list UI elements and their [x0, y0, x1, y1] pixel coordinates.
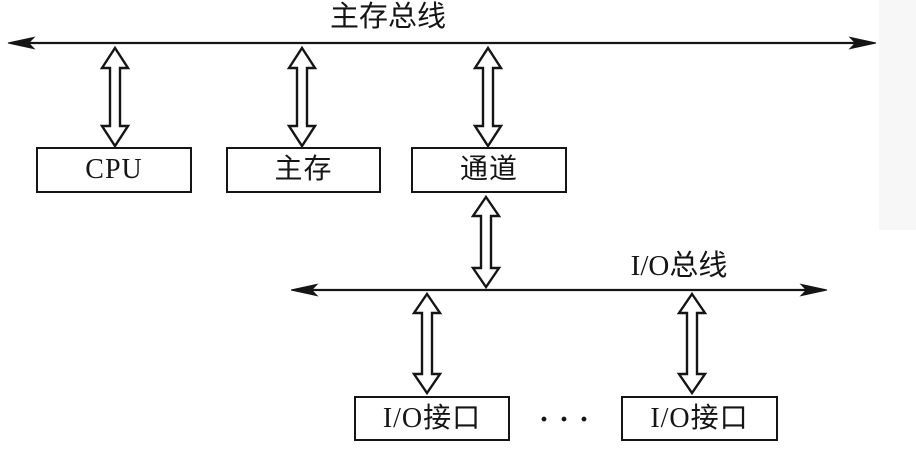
- channel-label: 通道: [459, 154, 518, 185]
- io-bus-io-interface-right-arrow: [676, 291, 708, 396]
- io-interface-right-label: I/O接口: [650, 402, 749, 434]
- io-bus-io-interface-left-arrow: [411, 291, 443, 396]
- main-bus-right-arrowhead-icon: [848, 36, 877, 50]
- page-edge-shading: [879, 0, 916, 230]
- channel-io-bus-arrow: [470, 194, 502, 290]
- cpu-label: CPU: [85, 154, 143, 185]
- io-interface-left-box: I/O接口: [354, 396, 510, 441]
- channel-main-bus-arrow: [472, 45, 504, 149]
- cpu-box: CPU: [36, 147, 192, 193]
- main-bus-label: 主存总线: [329, 1, 447, 33]
- channel-box: 通道: [411, 147, 567, 193]
- ellipsis-dots: ···: [538, 403, 600, 436]
- io-bus-left-arrowhead-icon: [290, 283, 319, 297]
- main-memory-label: 主存: [274, 154, 333, 185]
- main-bus-left-arrowhead-icon: [7, 36, 36, 50]
- io-bus-label: I/O总线: [630, 250, 728, 282]
- io-interface-right-box: I/O接口: [621, 396, 778, 441]
- main-memory-box: 主存: [226, 147, 381, 193]
- main-memory-main-bus-arrow: [286, 45, 318, 149]
- io-interface-left-label: I/O接口: [382, 402, 482, 434]
- io-bus-right-arrowhead-icon: [799, 283, 828, 297]
- cpu-main-bus-arrow: [99, 45, 131, 149]
